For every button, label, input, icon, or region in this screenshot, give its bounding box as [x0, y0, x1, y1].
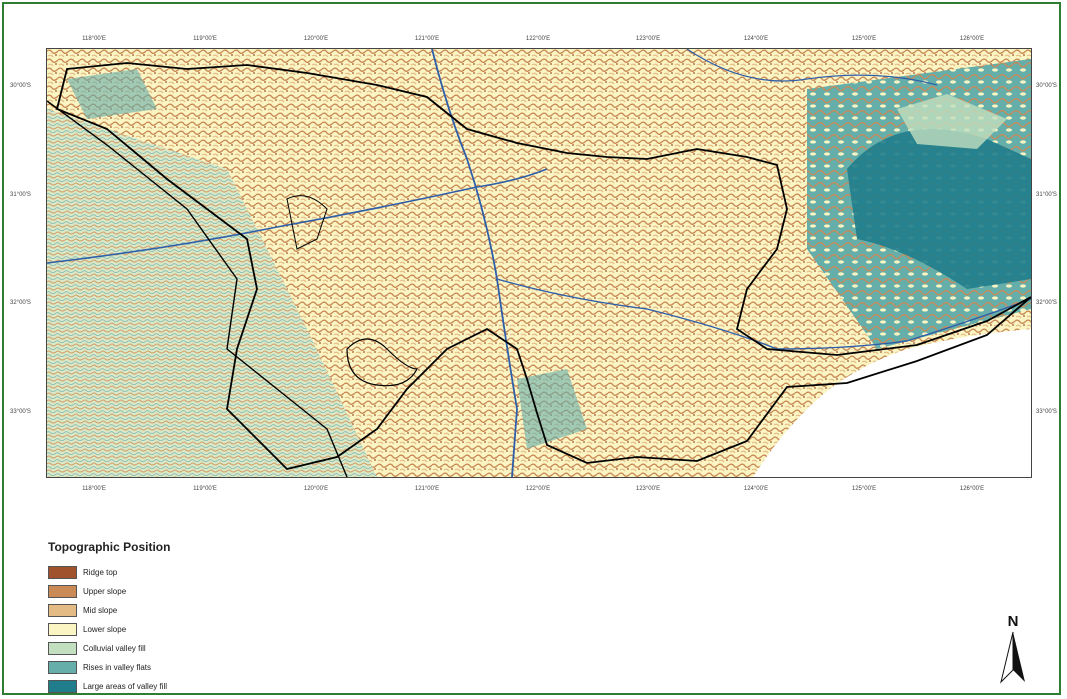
longitude-label-bottom: 119°00'E: [193, 486, 217, 492]
longitude-label-bottom: 123°00'E: [635, 486, 661, 492]
legend-item: Lower slope: [48, 620, 170, 639]
longitude-label-top: 124°00'E: [743, 36, 769, 42]
river-main: [431, 49, 518, 477]
map-panel[interactable]: [46, 48, 1032, 478]
legend-label: Mid slope: [83, 606, 118, 615]
river-west: [47, 168, 548, 264]
legend-item: Upper slope: [48, 582, 170, 601]
longitude-label-top: 126°00'E: [959, 36, 985, 42]
terrain-west-zone: [47, 109, 377, 477]
legend-swatch: [48, 585, 77, 598]
latitude-label-left: 32°00'S: [10, 300, 31, 306]
legend-title: Topographic Position: [48, 540, 171, 554]
subcatchment-outline: [346, 338, 418, 387]
latitude-label-left: 31°00'S: [10, 192, 31, 198]
longitude-label-bottom: 120°00'E: [303, 486, 329, 492]
north-arrow: N: [998, 613, 1028, 693]
latitude-label-right: 33°00'S: [1036, 409, 1057, 415]
longitude-label-top: 118°00'E: [82, 36, 106, 42]
latitude-label-right: 31°00'S: [1036, 192, 1057, 198]
latitude-label-left: 30°00'S: [10, 83, 31, 89]
valley-fill-east: [847, 129, 1031, 289]
map-canvas: [47, 49, 1031, 477]
legend-swatch: [48, 642, 77, 655]
legend-label: Large areas of valley fill: [83, 682, 168, 691]
legend-label: Colluvial valley fill: [83, 644, 146, 653]
longitude-label-top: 125°00'E: [851, 36, 877, 42]
latitude-label-left: 33°00'S: [10, 409, 31, 415]
longitude-label-bottom: 124°00'E: [743, 486, 769, 492]
latitude-label-right: 32°00'S: [1036, 300, 1057, 306]
longitude-label-bottom: 122°00'E: [525, 486, 551, 492]
longitude-label-top: 119°00'E: [193, 36, 217, 42]
longitude-label-bottom: 118°00'E: [82, 486, 106, 492]
subcatchment-outline: [286, 195, 328, 250]
legend-swatch: [48, 661, 77, 674]
longitude-label-top: 123°00'E: [635, 36, 661, 42]
legend-item: Ridge top: [48, 563, 170, 582]
latitude-label-right: 30°00'S: [1036, 83, 1057, 89]
legend-swatch: [48, 623, 77, 636]
legend-item: Large areas of valley fill: [48, 677, 170, 696]
longitude-label-top: 122°00'E: [525, 36, 551, 42]
north-letter: N: [1007, 613, 1019, 630]
north-arrow-icon: [1000, 631, 1025, 684]
western-boundary: [47, 100, 348, 477]
sea-area: [753, 329, 1031, 477]
legend-label: Ridge top: [83, 568, 118, 577]
legend-swatch: [48, 566, 77, 579]
legend-item: Rises in valley flats: [48, 658, 170, 677]
legend-item: Mid slope: [48, 601, 170, 620]
legend-label: Rises in valley flats: [83, 663, 152, 672]
longitude-label-bottom: 125°00'E: [851, 486, 877, 492]
river-northeast: [686, 49, 938, 86]
legend-label: Lower slope: [83, 625, 127, 634]
legend-item: Colluvial valley fill: [48, 639, 170, 658]
longitude-label-bottom: 121°00'E: [414, 486, 440, 492]
longitude-label-top: 121°00'E: [414, 36, 440, 42]
longitude-label-top: 120°00'E: [303, 36, 329, 42]
valley-patch-s: [517, 369, 587, 449]
legend-swatch: [48, 604, 77, 617]
legend-swatch: [48, 680, 77, 693]
longitude-label-bottom: 126°00'E: [959, 486, 985, 492]
valley-patch-nw: [67, 69, 157, 119]
colluvial-patch: [897, 94, 1007, 149]
study-boundary: [55, 62, 1031, 470]
legend-label: Upper slope: [83, 587, 127, 596]
